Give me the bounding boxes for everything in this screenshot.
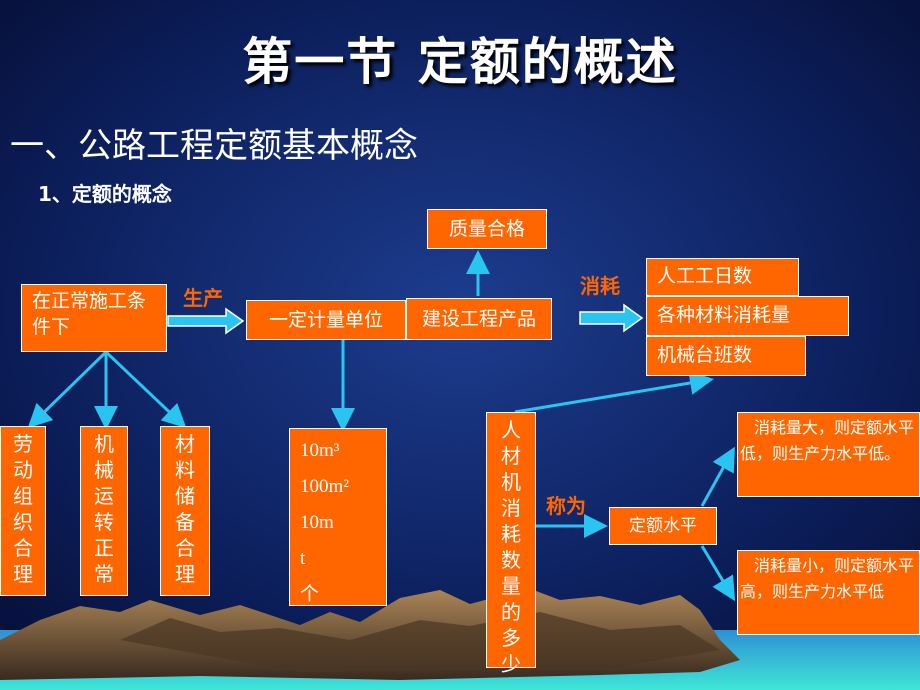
page-title: 第一节 定额的概述 bbox=[242, 33, 678, 91]
unit-item: t bbox=[300, 548, 306, 569]
node-unit: 一定计量单位 bbox=[246, 300, 406, 340]
node-labor-days: 人工工日数 bbox=[646, 258, 799, 296]
node-product: 建设工程产品 bbox=[406, 298, 552, 340]
edge-label-called: 称为 bbox=[546, 494, 586, 518]
node-units-list: 10m³ 100m² 10m t 个 bbox=[289, 428, 387, 606]
labor-org-text: 劳动组织合理 bbox=[13, 432, 33, 586]
node-high-consumption: 消耗量大，则定额水平低，则生产力水平低。 bbox=[737, 412, 920, 497]
node-normal-conditions: 在正常施工条件下 bbox=[21, 284, 167, 352]
material-storage-text: 材料储备合理 bbox=[175, 432, 195, 586]
unit-item: 个 bbox=[300, 584, 320, 605]
edge-label-consume: 消耗 bbox=[580, 274, 620, 298]
subsection-heading: 1、定额的概念 bbox=[38, 182, 172, 206]
node-machine-shifts: 机械台班数 bbox=[646, 336, 806, 376]
node-low-consumption: 消耗量小，则定额水平高，则生产力水平低 bbox=[737, 550, 920, 635]
node-labor-org: 劳动组织合理 bbox=[0, 426, 46, 596]
node-resources: 人材机消耗数量的多少 bbox=[486, 412, 536, 676]
node-materials: 各种材料消耗量 bbox=[646, 296, 849, 336]
resources-text: 人材机消耗数量的多少 bbox=[501, 418, 521, 676]
machinery-text: 机械运转正常 bbox=[94, 432, 114, 586]
node-machinery: 机械运转正常 bbox=[80, 426, 128, 596]
node-quota-level: 定额水平 bbox=[609, 507, 717, 545]
node-quality: 质量合格 bbox=[427, 209, 547, 249]
section-heading: 一、公路工程定额基本概念 bbox=[10, 126, 418, 166]
unit-item: 10m bbox=[300, 512, 334, 533]
unit-item: 100m² bbox=[300, 476, 349, 497]
unit-item: 10m³ bbox=[300, 440, 340, 461]
node-material-storage: 材料储备合理 bbox=[160, 426, 210, 596]
edge-label-produce: 生产 bbox=[183, 286, 223, 310]
